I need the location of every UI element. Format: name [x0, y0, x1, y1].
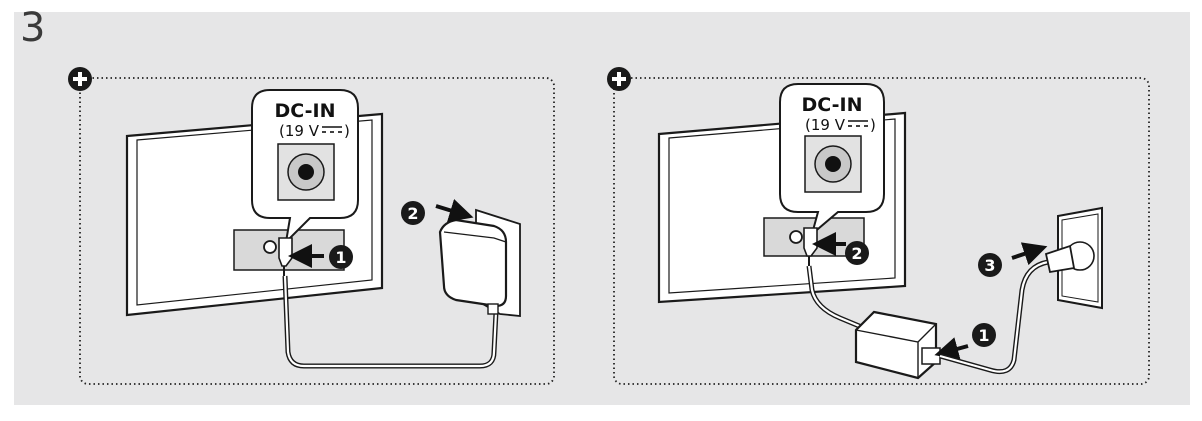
- left-step-2-badge: 2: [401, 201, 425, 225]
- right-port-spec: (19 V: [805, 116, 846, 134]
- dc-symbol-icon: [322, 126, 342, 133]
- svg-text:1: 1: [335, 248, 346, 267]
- right-ac-cable-outline: [939, 259, 1049, 375]
- brick-ac-inlet: [921, 347, 941, 365]
- right-port-label: DC-IN: [801, 94, 862, 116]
- left-wall-adapter: [438, 208, 521, 317]
- right-panel: DC-IN (19 V ) 2: [607, 67, 1150, 385]
- left-arrow-2: [435, 199, 474, 222]
- right-step-1-badge: 1: [972, 323, 996, 347]
- dc-symbol-icon: [848, 120, 868, 127]
- left-port-spec-close: ): [344, 122, 350, 140]
- left-step-1-badge: 1: [329, 245, 353, 269]
- left-port-label: DC-IN: [274, 100, 335, 122]
- left-panel: DC-IN (19 V ) 1: [68, 67, 555, 385]
- left-port-jack: [263, 240, 277, 254]
- plus-circle-icon: [607, 67, 631, 91]
- right-arrow-1: [934, 337, 969, 361]
- right-dotted-frame: [613, 77, 1150, 385]
- ac-plug-head: [1044, 244, 1076, 274]
- right-port-jack: [789, 230, 803, 244]
- right-port-spec-close: ): [870, 116, 876, 134]
- right-step-2-badge: 2: [845, 241, 869, 265]
- svg-text:2: 2: [851, 244, 862, 263]
- right-callout-bubble: DC-IN (19 V ): [779, 83, 885, 237]
- plus-circle-icon: [68, 67, 92, 91]
- svg-text:3: 3: [984, 256, 995, 275]
- right-wall-outlet: [1044, 206, 1103, 310]
- left-port-spec: (19 V: [279, 122, 320, 140]
- left-callout-bubble: DC-IN (19 V ): [251, 89, 359, 245]
- svg-text:2: 2: [407, 204, 418, 223]
- right-arrow-3: [1011, 242, 1048, 266]
- right-step-3-badge: 3: [978, 253, 1002, 277]
- right-power-brick: [854, 310, 941, 380]
- svg-text:1: 1: [978, 326, 989, 345]
- step-number: 3: [20, 5, 46, 51]
